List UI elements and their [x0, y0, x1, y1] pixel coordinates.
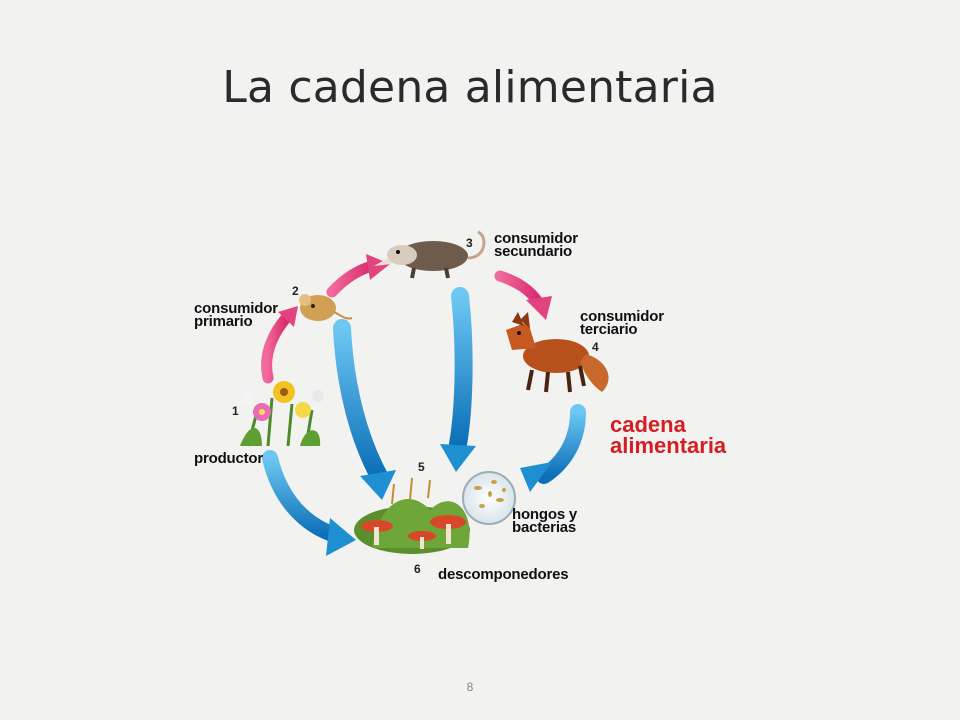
label-line: consumidor [494, 230, 578, 247]
label-consumidor-primario: consumidor primario [194, 300, 278, 330]
node-number-4: 4 [592, 340, 599, 354]
node-number-1: 1 [232, 404, 239, 418]
bacteria-dish-illustration [462, 471, 516, 525]
decomposers-illustration [354, 477, 470, 554]
caption-line: cadena [610, 412, 686, 437]
node-number-6: 6 [414, 562, 421, 576]
cycle-arrow-productor-to-primario [261, 306, 298, 384]
node-number-2: 2 [292, 284, 299, 298]
label-line: primario [194, 313, 253, 330]
label-line: consumidor [580, 308, 664, 325]
label-line: hongos y [512, 506, 578, 523]
page-number: 8 [466, 680, 474, 694]
opossum-illustration [374, 230, 486, 279]
label-line: terciario [580, 321, 638, 338]
label-hongos-bacterias: hongos y bacterias [512, 506, 578, 536]
label-descomponedores: descomponedores [438, 566, 569, 583]
decomposition-arrow-secundario [440, 287, 476, 472]
label-consumidor-secundario: consumidor secundario [494, 230, 578, 260]
flower-illustration [240, 381, 324, 447]
node-number-3: 3 [466, 236, 473, 250]
label-line: bacterias [512, 519, 577, 536]
decomposition-arrow-terciario [520, 404, 586, 492]
cycle-arrow-primario-to-secundario [326, 254, 390, 298]
mouse-illustration [299, 294, 353, 321]
decomposition-arrow-productor [262, 450, 356, 556]
fox-illustration [506, 312, 609, 393]
node-number-5: 5 [418, 460, 425, 474]
caption-line: alimentaria [610, 433, 727, 458]
label-consumidor-terciario: consumidor terciario [580, 308, 664, 338]
decomposition-arrow-primario [333, 319, 396, 500]
label-productor: productor [194, 450, 264, 467]
diagram-caption: cadena alimentaria [610, 412, 727, 458]
page-title: La cadena alimentaria [222, 62, 718, 113]
cycle-arrow-secundario-to-terciario [494, 270, 552, 320]
label-line: consumidor [194, 300, 278, 317]
label-line: secundario [494, 243, 573, 260]
